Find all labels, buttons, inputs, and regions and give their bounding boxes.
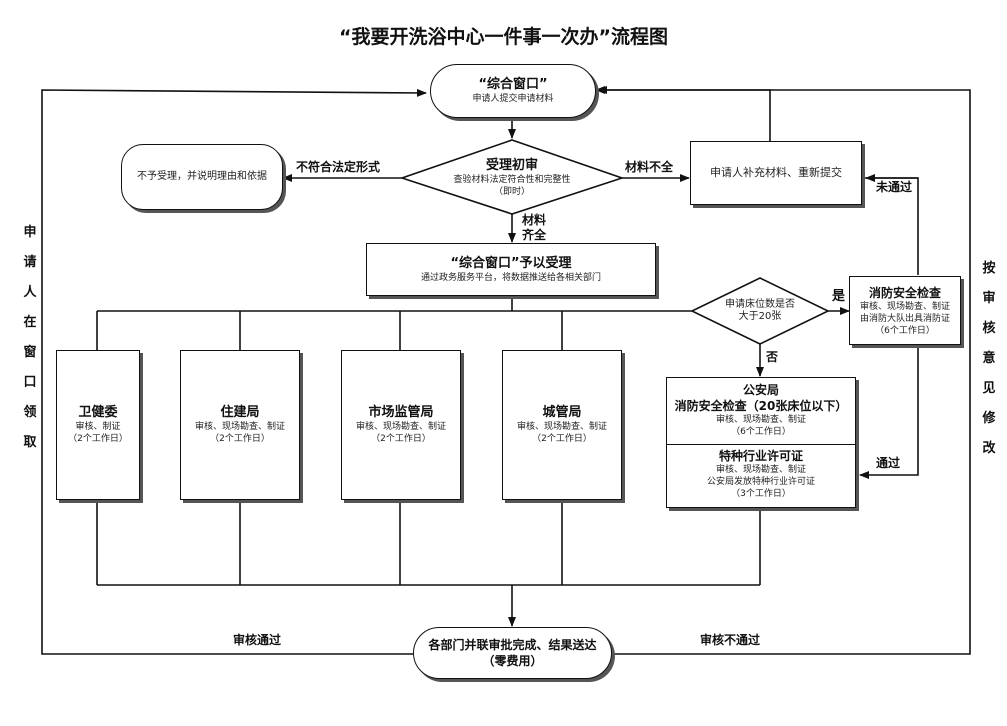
health-sub2: （2个工作日） — [68, 434, 128, 444]
line-supplement-to-start — [595, 86, 771, 141]
review-sub2: （即时） — [493, 187, 530, 197]
housing-sub2: （2个工作日） — [210, 434, 270, 444]
health-title: 卫健委 — [78, 405, 118, 420]
line-approved-loop — [41, 88, 427, 655]
fire-check-large-node: 消防安全检查 审核、现场勘查、制证 由消防大队出具消防证 （6个工作日） — [849, 276, 961, 345]
label-incomplete: 材料不全 — [625, 160, 674, 174]
label-complete-1: 材料 — [522, 213, 547, 227]
reject-node: 不予受理，并说明理由和依据 — [121, 144, 283, 210]
police-license-sub3: （3个工作日） — [731, 489, 791, 499]
urban-node: 城管局 审核、现场勘查、制证 （2个工作日） — [502, 350, 622, 500]
review-title: 受理初审 — [485, 158, 538, 173]
accept-title: “综合窗口”予以受理 — [450, 255, 572, 271]
review-diamond-shape — [399, 139, 625, 215]
window-start-title: “综合窗口” — [478, 77, 548, 92]
market-sub2: （2个工作日） — [371, 434, 431, 444]
police-license-sub1: 审核、现场勘查、制证 — [715, 465, 806, 475]
label-yes: 是 — [832, 289, 846, 304]
review-diamond: 受理初审 查验材料法定符合性和完整性 （即时） — [420, 146, 604, 210]
market-title: 市场监管局 — [368, 405, 434, 420]
label-not-legal: 不符合法定形式 — [296, 160, 381, 174]
housing-node: 住建局 审核、现场勘查、制证 （2个工作日） — [180, 350, 300, 500]
reject-text: 不予受理，并说明理由和依据 — [137, 171, 267, 182]
label-complete-2: 齐全 — [522, 228, 547, 242]
side-left-char: 取 — [23, 435, 37, 450]
supplement-node: 申请人补充材料、重新提交 — [690, 141, 862, 205]
police-license-section: 特种行业许可证 审核、现场勘查、制证 公安局发放特种行业许可证 （3个工作日） — [667, 442, 855, 506]
label-not-pass: 未通过 — [876, 180, 913, 194]
side-right-char: 见 — [982, 381, 996, 396]
police-fire-title: 消防安全检查（20张床位以下） — [674, 399, 848, 413]
side-left-char: 口 — [23, 375, 37, 390]
police-title: 公安局 — [742, 383, 779, 397]
health-node: 卫健委 审核、制证 （2个工作日） — [56, 350, 140, 500]
police-node: 公安局 消防安全检查（20张床位以下） 审核、现场勘查、制证 （6个工作日） 特… — [666, 377, 856, 508]
side-left-char: 请 — [23, 255, 37, 270]
review-sub1: 查验材料法定符合性和完整性 — [453, 175, 571, 185]
line-pass — [859, 345, 919, 479]
bed-check-diamond-shape — [690, 277, 830, 345]
urban-title: 城管局 — [542, 405, 582, 420]
police-license-title: 特种行业许可证 — [718, 449, 803, 463]
side-right-char: 按 — [982, 261, 996, 276]
side-left-char: 申 — [23, 225, 37, 240]
fire-large-title: 消防安全检查 — [868, 285, 941, 300]
market-node: 市场监管局 审核、现场勘查、制证 （2个工作日） — [341, 350, 461, 500]
side-label-left: 申 请 人 在 窗 口 领 取 — [19, 218, 41, 458]
window-start-node: “综合窗口” 申请人提交申请材料 — [430, 64, 596, 118]
supplement-text: 申请人补充材料、重新提交 — [710, 166, 842, 179]
police-fire-section: 公安局 消防安全检查（20张床位以下） 审核、现场勘查、制证 （6个工作日） — [667, 378, 855, 442]
final-line1: 各部门并联审批完成、结果送达 — [428, 638, 597, 652]
side-right-char: 意 — [982, 351, 996, 366]
label-rejected: 审核不通过 — [700, 633, 761, 647]
urban-sub2: （2个工作日） — [532, 434, 592, 444]
accept-sub: 通过政务服务平台，将数据推送给各相关部门 — [420, 272, 601, 283]
side-left-char: 领 — [23, 405, 37, 420]
side-left-char: 在 — [23, 315, 37, 330]
side-label-right: 按 审 核 意 见 修 改 — [978, 254, 1000, 464]
side-right-char: 核 — [982, 321, 996, 336]
page-title: “我要开洗浴中心一件事一次办”流程图 — [339, 26, 668, 48]
health-sub1: 审核、制证 — [75, 422, 121, 432]
side-right-char: 审 — [982, 291, 996, 306]
housing-sub1: 审核、现场勘查、制证 — [194, 422, 285, 432]
label-pass: 通过 — [876, 456, 901, 470]
fire-large-sub3: （6个工作日） — [875, 325, 935, 336]
police-fire-sub1: 审核、现场勘查、制证 — [715, 415, 806, 425]
bed-check-line2: 大于20张 — [738, 311, 782, 322]
side-right-char: 改 — [982, 441, 996, 456]
police-license-sub2: 公安局发放特种行业许可证 — [706, 477, 815, 487]
label-approved: 审核通过 — [233, 633, 282, 647]
police-divider — [667, 444, 855, 445]
label-no: 否 — [766, 350, 779, 364]
bed-check-diamond: 申请床位数是否 大于20张 — [705, 290, 815, 332]
side-right-char: 修 — [982, 411, 996, 426]
final-line2: （零费用） — [482, 654, 543, 668]
window-start-sub: 申请人提交申请材料 — [472, 94, 554, 104]
housing-title: 住建局 — [220, 405, 260, 420]
side-left-char: 窗 — [23, 345, 37, 360]
fire-large-sub2: 由消防大队出具消防证 — [859, 313, 950, 324]
fire-large-sub1: 审核、现场勘查、制证 — [859, 301, 950, 312]
side-left-char: 人 — [23, 285, 37, 300]
accept-node: “综合窗口”予以受理 通过政务服务平台，将数据推送给各相关部门 — [366, 243, 656, 296]
bed-check-line1: 申请床位数是否 — [725, 299, 795, 310]
line-rejected-loop — [597, 86, 971, 655]
urban-sub1: 审核、现场勘查、制证 — [516, 422, 607, 432]
final-node: 各部门并联审批完成、结果送达 （零费用） — [413, 627, 612, 679]
market-sub1: 审核、现场勘查、制证 — [355, 422, 446, 432]
police-fire-sub2: （6个工作日） — [731, 427, 791, 437]
